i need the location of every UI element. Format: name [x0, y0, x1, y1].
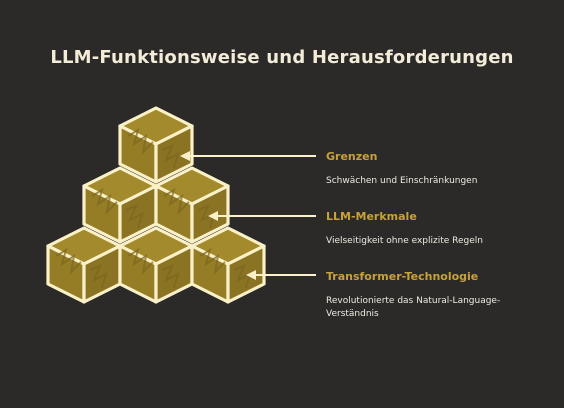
arrow-grenzen — [180, 151, 316, 161]
arrow-transformer-technologie — [246, 270, 316, 280]
arrow-llm-merkmale — [208, 211, 316, 221]
description-transformer-technologie: Revolutionierte das Natural-Language-Ver… — [326, 296, 501, 319]
label-transformer-technologie: Transformer-Technologie — [326, 270, 479, 283]
cube-middle-left — [82, 166, 158, 244]
cube-bottom-left — [46, 226, 122, 304]
cube-middle-right — [154, 166, 230, 244]
cube-top — [118, 106, 194, 184]
label-llm-merkmale: LLM-Merkmale — [326, 210, 417, 223]
cube-bottom-right — [190, 226, 266, 304]
diagram-title: LLM-Funktionsweise und Herausforderungen — [50, 47, 514, 68]
description-grenzen: Schwächen und Einschränkungen — [326, 176, 478, 186]
label-grenzen: Grenzen — [326, 150, 378, 163]
cube-bottom-center — [118, 226, 194, 304]
description-llm-merkmale: Vielseitigkeit ohne explizite Regeln — [326, 236, 484, 246]
